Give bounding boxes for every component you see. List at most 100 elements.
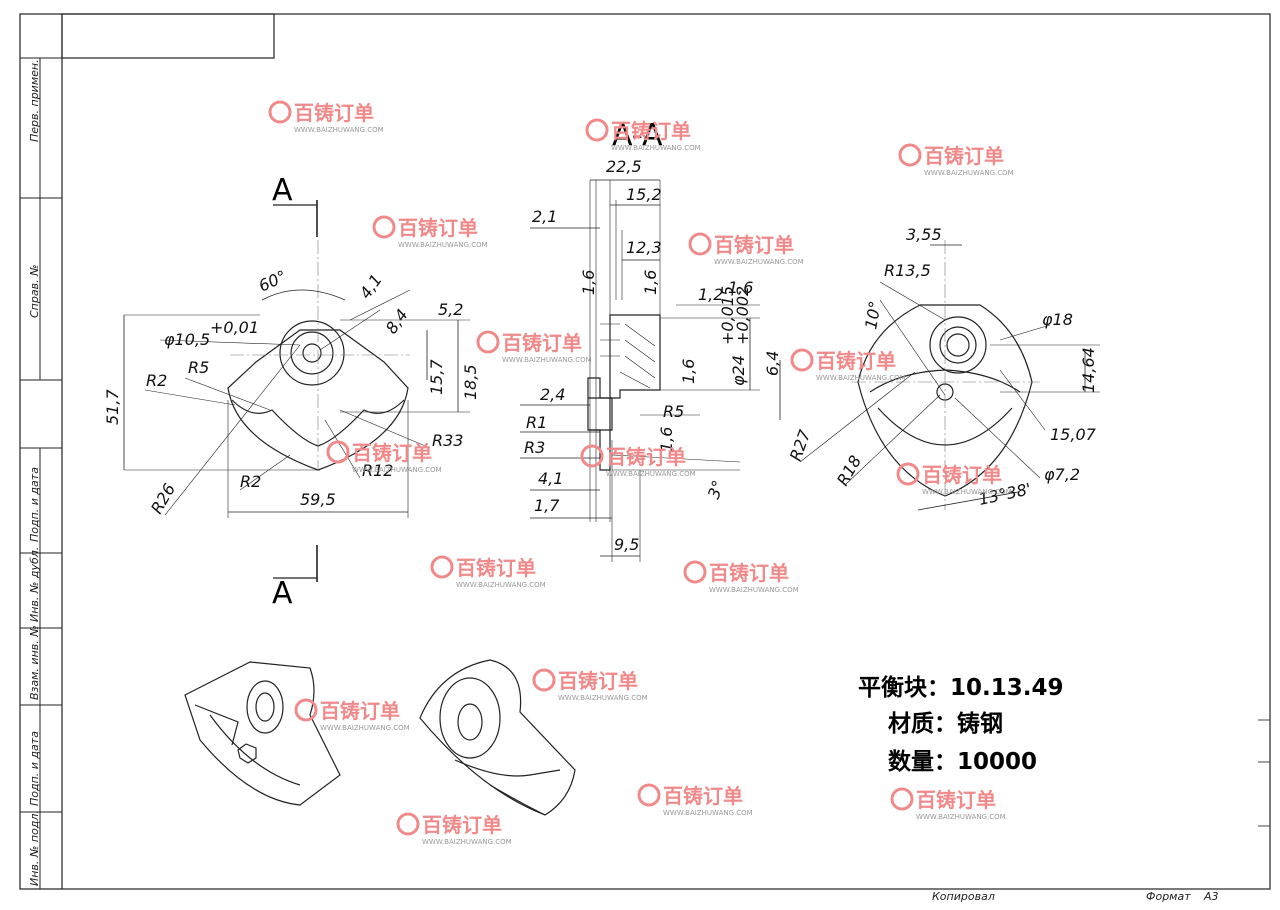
dim-sec-tol-lower: +0,002 [733, 286, 752, 345]
dim-sec-tol-upper: +0,015 [718, 286, 737, 345]
svg-text:WWW.BAIZHUWANG.COM: WWW.BAIZHUWANG.COM [663, 809, 753, 817]
svg-text:WWW.BAIZHUWANG.COM: WWW.BAIZHUWANG.COM [456, 581, 546, 589]
svg-text:WWW.BAIZHUWANG.COM: WWW.BAIZHUWANG.COM [714, 258, 804, 266]
side-label-replaced-inv: Взам. инв. № [28, 625, 41, 700]
footer-copied: Копировал [932, 890, 995, 903]
svg-text:百铸订单: 百铸订单 [606, 445, 686, 469]
dim-sec-1-6-b: 1,6 [641, 270, 660, 295]
svg-text:百铸订单: 百铸订单 [422, 813, 502, 837]
section-view [520, 179, 781, 562]
dim-front-51-7: 51,7 [103, 389, 122, 425]
svg-text:百铸订单: 百铸订单 [709, 561, 789, 585]
dim-sec-1-2: 1,2 [698, 285, 723, 304]
isometric-view-right [419, 659, 576, 816]
rear-dimensions: 3,55 R13,5 10° φ18 14,64 R27 R18 15,07 φ… [786, 225, 1098, 509]
dim-sec-1-6-e: 1,6 [657, 427, 676, 452]
svg-text:百铸订单: 百铸订单 [456, 556, 536, 580]
dim-front-tolerance: +0,01 [210, 318, 259, 337]
dim-front-5-2: 5,2 [438, 300, 463, 319]
svg-text:WWW.BAIZHUWANG.COM: WWW.BAIZHUWANG.COM [922, 488, 1012, 496]
isometric-view-left [184, 661, 341, 806]
dim-front-phi10-5: φ10,5 [164, 330, 210, 349]
dim-front-r12: R12 [362, 461, 393, 480]
dim-sec-1-6-c: 1,6 [728, 278, 753, 297]
svg-text:WWW.BAIZHUWANG.COM: WWW.BAIZHUWANG.COM [606, 470, 696, 478]
front-view [123, 200, 470, 582]
svg-text:WWW.BAIZHUWANG.COM: WWW.BAIZHUWANG.COM [924, 169, 1014, 177]
svg-text:百铸订单: 百铸订单 [611, 119, 691, 143]
dim-sec-15-2: 15,2 [626, 185, 662, 204]
quantity-note: 数量：10000 [888, 749, 1038, 775]
svg-text:百铸订单: 百铸订单 [558, 669, 638, 693]
dim-front-r33: R33 [432, 431, 463, 450]
dim-sec-r3: R3 [524, 438, 545, 457]
dim-sec-r1: R1 [526, 413, 547, 432]
dim-sec-phi24: φ24 [729, 355, 748, 386]
dim-rear-phi18: φ18 [1042, 310, 1073, 329]
section-title: A-A [612, 118, 663, 153]
side-label-dup-inv-no: Инв. № дубл. [28, 546, 41, 622]
dim-rear-r27: R27 [786, 427, 815, 464]
dim-front-18-5: 18,5 [461, 364, 480, 400]
side-column [20, 57, 62, 889]
dim-front-15-7: 15,7 [427, 359, 446, 395]
title-stub-box [61, 13, 275, 59]
dim-front-r5: R5 [188, 358, 209, 377]
side-label-orig-inv-no: Инв. № подл. [28, 810, 41, 886]
svg-text:WWW.BAIZHUWANG.COM: WWW.BAIZHUWANG.COM [398, 241, 488, 249]
svg-text:WWW.BAIZHUWANG.COM: WWW.BAIZHUWANG.COM [294, 126, 384, 134]
dim-sec-1-6-a: 1,6 [579, 270, 598, 295]
svg-text:百铸订单: 百铸订单 [916, 788, 996, 812]
dim-sec-22-5: 22,5 [606, 157, 642, 176]
side-label-sign-date-2: Подп. и дата [28, 731, 41, 806]
footer-format-label: Формат [1146, 890, 1191, 903]
side-label-first-use: Перв. примен. [28, 59, 41, 142]
dim-rear-r13-5: R13,5 [884, 261, 931, 280]
footer-format-value: A3 [1204, 890, 1219, 903]
svg-text:百铸订单: 百铸订单 [714, 233, 794, 257]
svg-text:百铸订单: 百铸订单 [320, 699, 400, 723]
svg-text:百铸订单: 百铸订单 [924, 144, 1004, 168]
svg-text:百铸订单: 百铸订单 [398, 216, 478, 240]
svg-text:WWW.BAIZHUWANG.COM: WWW.BAIZHUWANG.COM [502, 356, 592, 364]
dim-sec-r5: R5 [663, 402, 684, 421]
outer-border [19, 13, 1271, 890]
dim-front-r2-bottom: R2 [240, 472, 261, 491]
dim-sec-2-1: 2,1 [532, 207, 557, 226]
svg-text:百铸订单: 百铸订单 [922, 463, 1002, 487]
dim-rear-phi7-2: φ7,2 [1044, 465, 1080, 484]
dim-rear-15-07: 15,07 [1050, 425, 1097, 444]
dim-sec-9-5: 9,5 [614, 535, 639, 554]
svg-text:WWW.BAIZHUWANG.COM: WWW.BAIZHUWANG.COM [709, 586, 799, 594]
svg-text:百铸订单: 百铸订单 [294, 101, 374, 125]
svg-text:百铸订单: 百铸订单 [816, 349, 896, 373]
part-note: 平衡块：10.13.49 [858, 675, 1064, 701]
dim-sec-3deg: 3° [704, 478, 728, 502]
dim-sec-1-7: 1,7 [534, 496, 560, 515]
side-label-sign-date-1: Подп. и дата [28, 467, 41, 542]
material-note: 材质：铸钢 [888, 711, 1003, 737]
svg-text:WWW.BAIZHUWANG.COM: WWW.BAIZHUWANG.COM [558, 694, 648, 702]
svg-text:WWW.BAIZHUWANG.COM: WWW.BAIZHUWANG.COM [816, 374, 906, 382]
dim-rear-14-64: 14,64 [1079, 347, 1098, 393]
rear-view [799, 240, 1100, 511]
dim-front-59-5: 59,5 [300, 490, 336, 509]
dim-rear-10deg: 10° [861, 299, 885, 330]
